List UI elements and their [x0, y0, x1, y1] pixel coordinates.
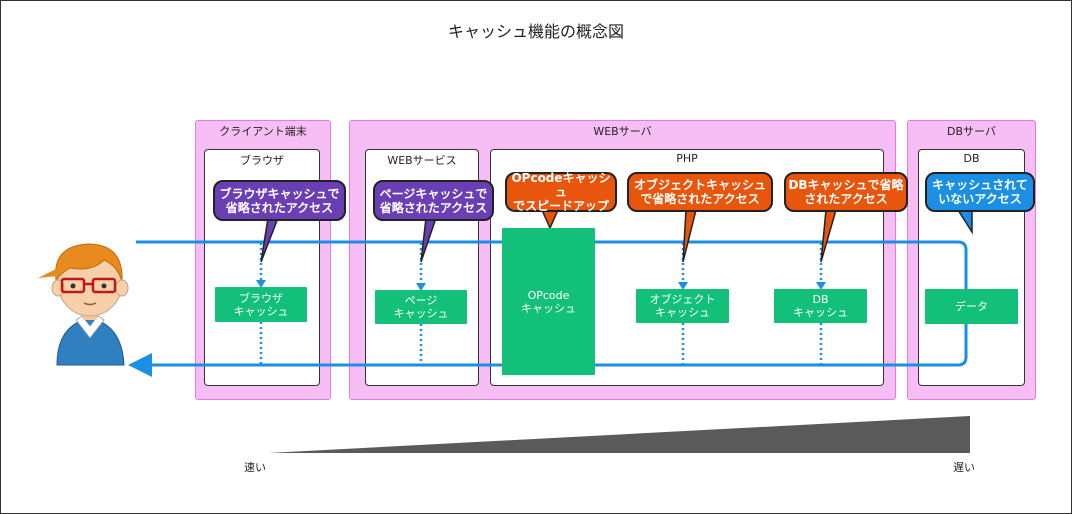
bubble-db-cache: DBキャッシュで省略 されたアクセス	[784, 172, 908, 212]
page-cache: ページ キャッシュ	[375, 290, 467, 324]
zone-db-label: DBサーバ	[947, 125, 996, 138]
zone-web-label: WEBサーバ	[593, 125, 652, 138]
zone-client-label: クライアント端末	[219, 125, 307, 138]
browser-cache: ブラウザ キャッシュ	[215, 287, 307, 322]
box-webservice-label: WEBサービス	[387, 154, 457, 167]
diagram-title: キャッシュ機能の概念図	[447, 22, 624, 41]
bubble-object-cache: オブジェクトキャッシュ で省略されたアクセス	[627, 172, 773, 212]
bubble-page-cache: ページキャッシュで 省略されたアクセス	[373, 180, 494, 221]
db-data: データ	[925, 289, 1018, 324]
box-php-label: PHP	[676, 152, 698, 165]
speed-triangle	[268, 416, 970, 453]
cache-arrowheads	[256, 280, 826, 291]
cache-hit-lines	[259, 243, 823, 365]
speed-slow-label: 遅い	[953, 461, 975, 474]
bubble-uncached-access: キャッシュされて いないアクセス	[925, 172, 1035, 212]
bubble-tails	[260, 209, 973, 263]
db-cache: DB キャッシュ	[774, 289, 867, 323]
opcode-cache: OPcode キャッシュ	[502, 228, 595, 375]
object-cache: オブジェクト キャッシュ	[636, 289, 729, 323]
user-avatar-icon	[38, 243, 129, 366]
bubble-opcode-cache: OPcodeキャッシュ でスピードアップ	[505, 171, 617, 213]
box-db-label: DB	[963, 152, 980, 165]
speed-fast-label: 速い	[244, 461, 266, 474]
bubble-browser-cache: ブラウザキャッシュで 省略されたアクセス	[213, 180, 346, 221]
box-browser-label: ブラウザ	[240, 154, 284, 167]
